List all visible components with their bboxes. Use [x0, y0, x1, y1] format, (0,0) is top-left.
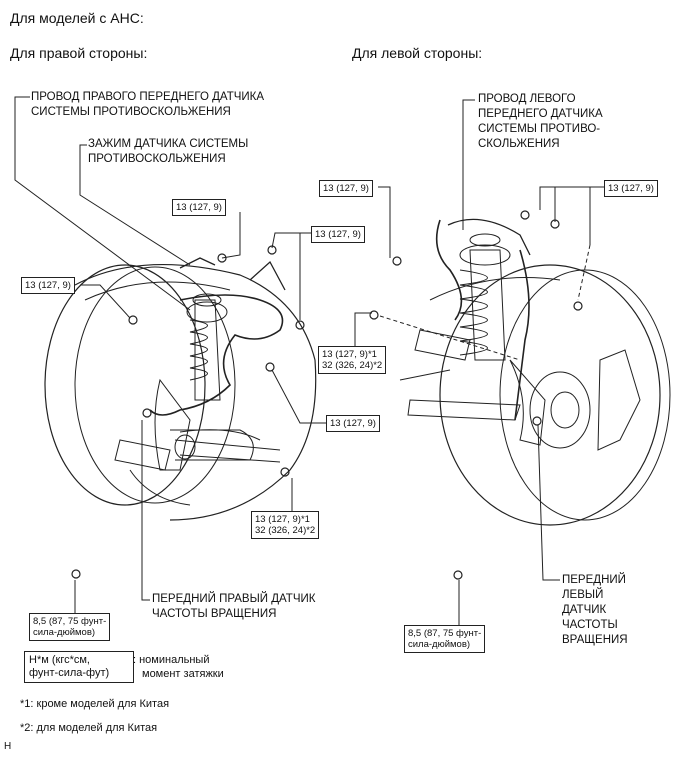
right-clamp-label-line1: ЗАЖИМ ДАТЧИКА СИСТЕМЫ [88, 138, 249, 150]
right-clamp-label-line2: ПРОТИВОСКОЛЬЖЕНИЯ [88, 153, 226, 165]
left-side-title: Для левой стороны: [352, 45, 483, 61]
torque-label-small: 8,5 (87, 75 фунт- сила-дюймов) [404, 625, 486, 653]
right-side-title: Для правой стороны: [10, 45, 148, 61]
page-title: Для моделей с АНС: [10, 10, 144, 26]
left-sensor-label-line1: ПЕРЕДНИЙ [562, 574, 626, 586]
bolt-icons [71, 210, 583, 580]
left-sensor-label-line3: ДАТЧИК [562, 604, 607, 616]
left-sensor-label-line2: ЛЕВЫЙ [562, 589, 604, 601]
torque-85-line2: сила-дюймов) [408, 639, 471, 650]
torque-label-small: 8,5 (87, 75 фунт- сила-дюймов) [29, 613, 111, 641]
torque-85-line2: сила-дюймов) [33, 627, 96, 638]
left-sensor-label-line5: ВРАЩЕНИЯ [562, 634, 628, 646]
left-wire-label-line1: ПРОВОД ЛЕВОГО [478, 93, 576, 105]
right-wheel-assembly [44, 260, 317, 521]
left-wire-label-line3: СИСТЕМЫ ПРОТИВО- [478, 123, 601, 135]
left-wheel-assembly [399, 218, 671, 526]
left-sensor-label-line4: ЧАСТОТЫ [562, 619, 618, 631]
torque-label-star1: 13 (127, 9)*1 [322, 349, 377, 360]
torque-label: 13 (127, 9) [604, 180, 658, 197]
footnote-1: *1: кроме моделей для Китая [20, 698, 170, 710]
footnote-2: *2: для моделей для Китая [20, 722, 158, 734]
torque-label-star1: 13 (127, 9)*1 [255, 514, 310, 525]
torque-85-line1: 8,5 (87, 75 фунт- [408, 628, 482, 639]
left-wire-label-line4: СКОЛЬЖЕНИЯ [478, 138, 560, 150]
torque-label: 13 (127, 9) [21, 277, 75, 294]
right-wire-label-line1: ПРОВОД ПРАВОГО ПЕРЕДНЕГО ДАТЧИКА [31, 91, 265, 103]
legend-units-line2: фунт-сила-фут) [29, 667, 110, 679]
right-sensor-label-line1: ПЕРЕДНИЙ ПРАВЫЙ ДАТЧИК [152, 593, 316, 605]
torque-label-star2: 32 (326, 24)*2 [255, 525, 316, 536]
torque-label-dual: 13 (127, 9)*1 32 (326, 24)*2 [318, 346, 387, 374]
torque-85-line1: 8,5 (87, 75 фунт- [33, 616, 107, 627]
legend-units-line1: Н*м (кгс*см, [29, 654, 90, 666]
right-sensor-label-line2: ЧАСТОТЫ ВРАЩЕНИЯ [152, 608, 277, 620]
torque-label-star2: 32 (326, 24)*2 [322, 360, 383, 371]
torque-label-dual: 13 (127, 9)*1 32 (326, 24)*2 [251, 511, 320, 539]
torque-label: 13 (127, 9) [326, 415, 380, 432]
leader-lines [14, 96, 604, 625]
right-wire-label-line2: СИСТЕМЫ ПРОТИВОСКОЛЬЖЕНИЯ [31, 106, 231, 118]
legend-desc-line2: момент затяжки [142, 668, 224, 680]
legend-units-box: Н*м (кгс*см, фунт-сила-фут) [24, 651, 134, 683]
legend-desc-line1: : номинальный [133, 654, 210, 666]
corner-mark: H [4, 741, 12, 752]
torque-label: 13 (127, 9) [172, 199, 226, 216]
left-wire-label-line2: ПЕРЕДНЕГО ДАТЧИКА [478, 108, 603, 120]
torque-label: 13 (127, 9) [319, 180, 373, 197]
torque-label: 13 (127, 9) [311, 226, 365, 243]
